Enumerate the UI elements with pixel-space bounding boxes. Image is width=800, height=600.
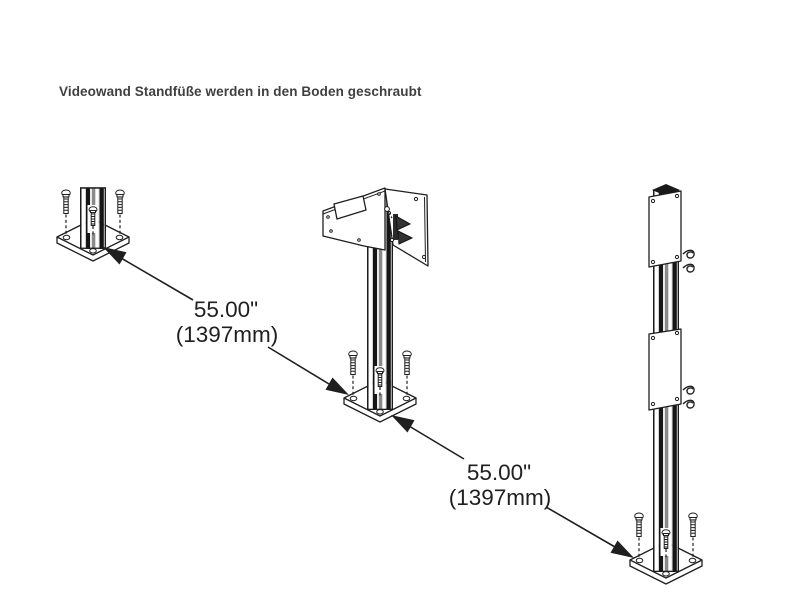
middle-cover-plate xyxy=(648,328,682,411)
bracket-screw xyxy=(384,206,390,212)
dimension-1-inches: 55.00" xyxy=(194,297,258,322)
spring-clip xyxy=(682,249,695,273)
bracket-window xyxy=(333,195,367,220)
arrow-head-icon xyxy=(391,415,415,433)
bracket-front-plate xyxy=(384,188,429,267)
dimension-1-mm: (1397mm) xyxy=(176,322,279,347)
left-stand xyxy=(56,187,130,262)
center-screw xyxy=(373,365,387,397)
mount-bracket xyxy=(322,187,429,267)
arrow-head-icon xyxy=(610,540,634,558)
column-cut-edge xyxy=(80,187,106,189)
upper-cover-plate xyxy=(648,190,682,268)
dimension-arrow-1: 55.00" (1397mm) xyxy=(103,247,349,395)
spring-clip xyxy=(682,385,695,409)
center-screw xyxy=(86,204,100,236)
center-screw xyxy=(659,527,673,559)
arrow-head-icon xyxy=(103,247,127,265)
dimension-2-mm: (1397mm) xyxy=(449,485,552,510)
dimension-arrow-2: 55.00" (1397mm) xyxy=(391,415,634,558)
bracket-latch xyxy=(393,214,398,240)
dimension-2-inches: 55.00" xyxy=(467,460,531,485)
right-stand xyxy=(629,184,703,585)
center-stand xyxy=(322,187,429,423)
page-title: Videowand Standfüße werden in den Boden … xyxy=(59,84,422,99)
arrow-head-icon xyxy=(325,377,349,395)
